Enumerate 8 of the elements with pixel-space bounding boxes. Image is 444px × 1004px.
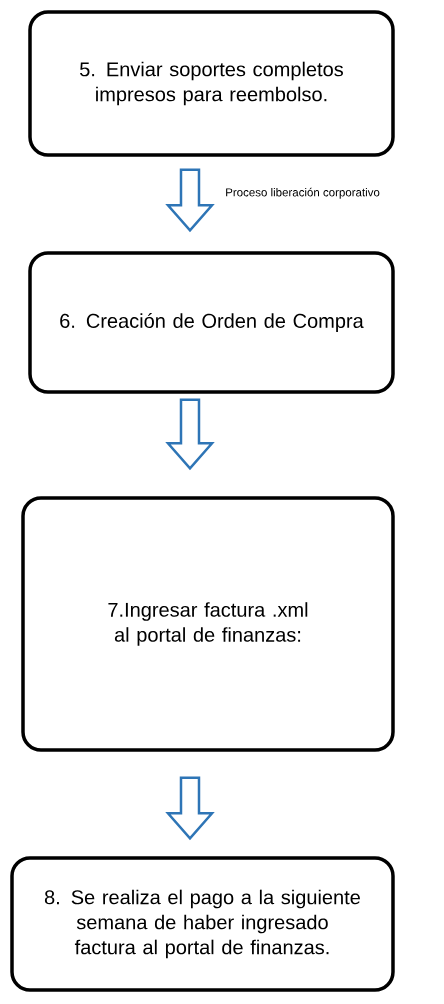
block-arrow (165, 168, 215, 233)
process-box: 6. Creación de Orden de Compra (28, 251, 395, 394)
block-arrow (165, 776, 215, 841)
block-arrow (165, 398, 215, 471)
process-box: 8. Se realiza el pago a la siguiente semana de haber ingresado factura al portal de finanzas. (10, 856, 395, 992)
edge-label: Proceso liberación corporativo (226, 187, 380, 199)
process-box: 7.Ingresar factura .xml al portal de finanzas: (21, 496, 395, 752)
process-box: 5. Enviar soportes completos impresos para reembolso. (28, 10, 395, 157)
